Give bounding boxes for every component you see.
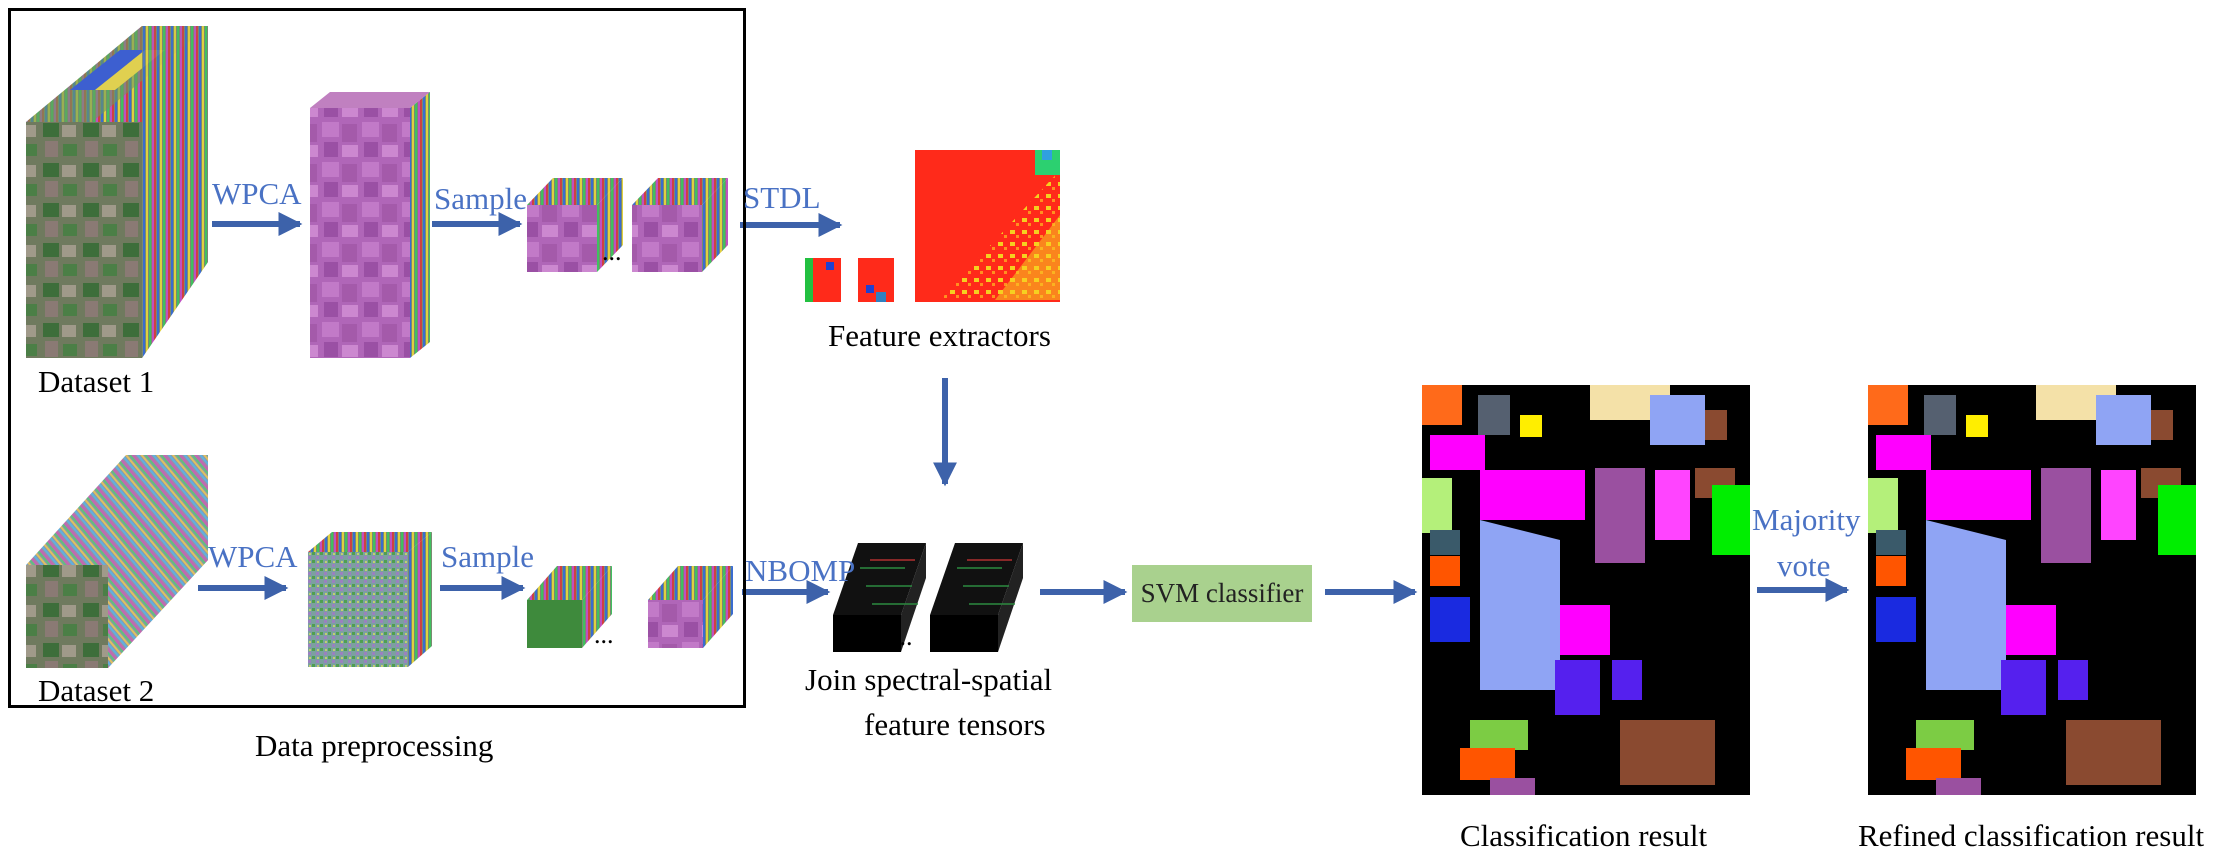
dataset1-cube bbox=[26, 26, 208, 358]
classification-map bbox=[1422, 385, 1750, 795]
majority-vote-line1: Majority bbox=[1752, 502, 1861, 537]
stdl-label: STDL bbox=[743, 180, 821, 215]
sample-label-1: Sample bbox=[434, 181, 527, 216]
tensor-1 bbox=[833, 543, 926, 652]
dataset1-wpca-cube bbox=[310, 92, 430, 358]
dataset2-sample-patches bbox=[527, 566, 733, 648]
dataset2-wpca-cube bbox=[308, 532, 432, 667]
dataset2-label: Dataset 2 bbox=[38, 673, 155, 708]
tensor-2 bbox=[930, 543, 1023, 652]
tensors-caption-line2: feature tensors bbox=[864, 707, 1046, 742]
refined-result-caption: Refined classification result bbox=[1858, 818, 2205, 853]
feature-extractors-caption: Feature extractors bbox=[828, 318, 1051, 353]
classification-result-caption: Classification result bbox=[1460, 818, 1708, 853]
data-preprocessing-label: Data preprocessing bbox=[255, 728, 494, 763]
svm-classifier-box: SVM classifier bbox=[1132, 565, 1312, 622]
learned-dictionary-matrix bbox=[915, 150, 1060, 302]
sample-label-2: Sample bbox=[441, 539, 534, 574]
ellipsis-2: ... bbox=[594, 620, 614, 649]
wpca-label-1: WPCA bbox=[212, 176, 302, 211]
ellipsis-3: ... bbox=[893, 622, 913, 651]
nbomp-label: NBOMP bbox=[745, 553, 856, 588]
wpca-label-2: WPCA bbox=[208, 539, 298, 574]
data-preprocessing-frame bbox=[8, 8, 746, 708]
dictionary-atom-2 bbox=[858, 258, 894, 302]
ellipsis-1: ... bbox=[602, 237, 622, 266]
dataset1-sample-patches bbox=[527, 178, 728, 272]
majority-vote-line2: vote bbox=[1777, 548, 1831, 583]
dataset2-cube bbox=[26, 455, 208, 668]
tensors-caption-line1: Join spectral-spatial bbox=[805, 662, 1053, 697]
refined-classification-map bbox=[1868, 385, 2196, 795]
dataset1-label: Dataset 1 bbox=[38, 364, 155, 399]
dictionary-atom-1 bbox=[805, 258, 841, 302]
